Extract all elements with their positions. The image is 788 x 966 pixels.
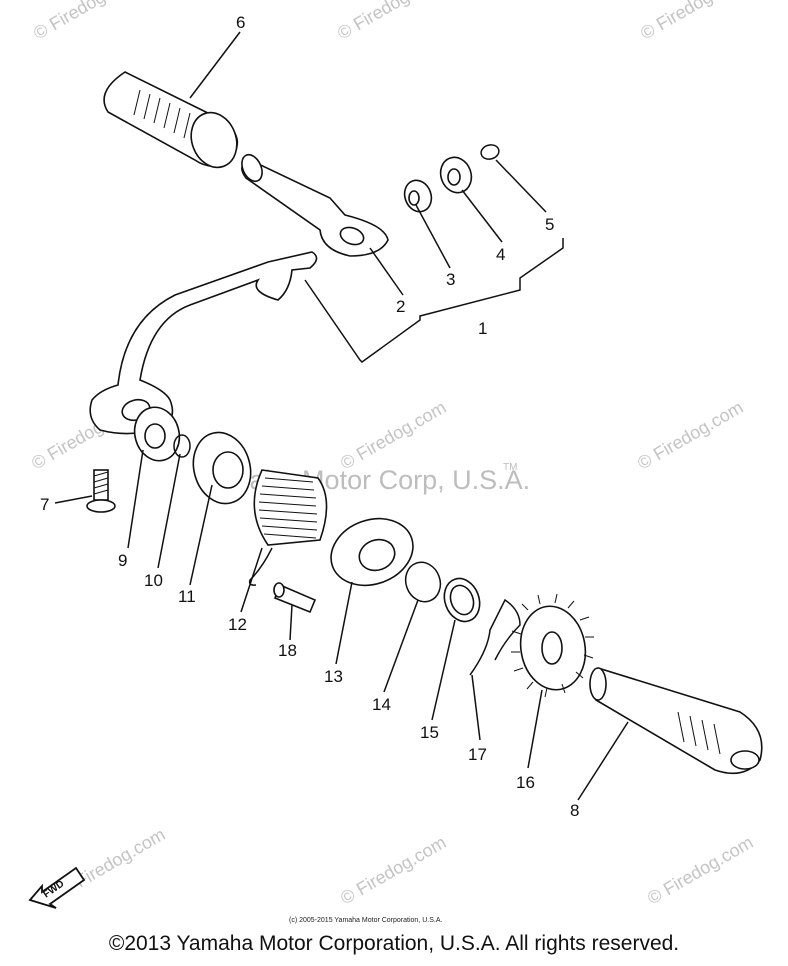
watermarks: © Firedog.com © Firedog.com © Firedog.co… <box>28 0 756 908</box>
part-ring <box>133 406 181 462</box>
watermark-tm: TM <box>503 462 517 473</box>
part-circlip-2 <box>404 561 442 603</box>
part-pin <box>273 582 317 614</box>
part-number-2: 2 <box>396 297 405 316</box>
watermark-firedog: © Firedog.com <box>644 832 756 908</box>
fwd-arrow-icon: FWD <box>28 866 86 909</box>
part-number-17: 17 <box>468 745 487 764</box>
part-kick-arm <box>241 153 389 257</box>
part-spring-hook <box>248 547 273 586</box>
part-circlip <box>173 434 191 458</box>
part-bushing <box>403 179 433 213</box>
part-kick-spring <box>253 469 328 546</box>
part-clip-spring <box>469 598 521 676</box>
part-number-16: 16 <box>516 773 535 792</box>
part-kick-shaft <box>589 667 763 775</box>
part-number-1: 1 <box>478 319 487 338</box>
footer-copyright: ©2013 Yamaha Motor Corporation, U.S.A. A… <box>108 932 680 955</box>
watermark-firedog: © Firedog.com <box>337 832 449 908</box>
part-grip <box>103 71 239 169</box>
part-clip <box>480 144 500 160</box>
part-number-9: 9 <box>118 551 127 570</box>
part-number-7: 7 <box>40 495 49 514</box>
part-number-13: 13 <box>324 667 343 686</box>
part-spring-cover <box>192 431 252 505</box>
part-gear <box>511 593 594 698</box>
part-number-12: 12 <box>228 615 247 634</box>
part-number-8: 8 <box>570 801 579 820</box>
part-number-3: 3 <box>446 270 455 289</box>
part-number-5: 5 <box>545 215 554 234</box>
part-numbers: 1 2 3 4 5 6 7 8 9 10 11 12 13 14 15 16 1… <box>40 13 579 820</box>
part-plate <box>330 517 414 587</box>
watermark-firedog: © Firedog.com <box>337 397 449 473</box>
part-washer-2 <box>443 577 481 623</box>
watermark-firedog: © Firedog.com <box>637 0 749 43</box>
part-number-6: 6 <box>236 13 245 32</box>
watermark-firedog: © Firedog.com <box>30 0 142 43</box>
part-number-4: 4 <box>496 245 505 264</box>
watermark-yamaha: Yamaha Motor Corp, U.S.A. <box>196 465 530 495</box>
small-copyright: (c) 2005-2015 Yamaha Motor Corporation, … <box>289 917 442 924</box>
part-number-15: 15 <box>420 723 439 742</box>
leader-lines <box>54 31 629 801</box>
watermark-firedog: © Firedog.com <box>634 397 746 473</box>
part-number-10: 10 <box>144 571 163 590</box>
part-number-14: 14 <box>372 695 391 714</box>
part-washer <box>439 156 473 194</box>
watermark-firedog: © Firedog.com <box>334 0 446 43</box>
watermark-firedog: Firedog.com <box>72 824 169 891</box>
part-bolt <box>86 469 116 513</box>
part-kick-crank <box>89 251 318 435</box>
part-number-11: 11 <box>178 587 196 606</box>
part-number-18: 18 <box>278 641 297 660</box>
